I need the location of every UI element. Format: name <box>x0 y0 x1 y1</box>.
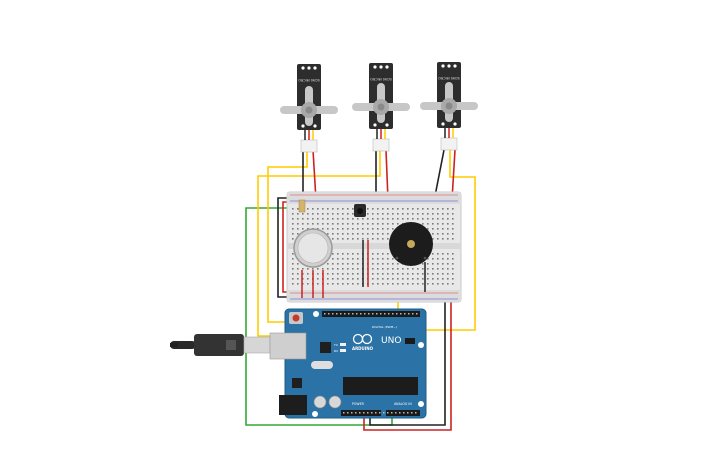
power-header[interactable] <box>341 410 381 416</box>
rx-label: RX <box>334 349 338 353</box>
servo-model-label: SG90 MICRO <box>438 76 460 80</box>
buzzer-wires <box>362 240 426 292</box>
arduino-model-label: UNO <box>381 336 401 346</box>
digital-header-label: DIGITAL (PWM~) <box>372 325 397 329</box>
servo-2[interactable]: SG90 MICRO <box>352 63 410 152</box>
wires <box>245 149 476 431</box>
header-pins <box>324 313 418 414</box>
power-header-label: POWER <box>352 402 365 406</box>
analog-header-label: ANALOG IN <box>394 402 412 406</box>
tx-label: TX <box>333 343 338 347</box>
arduino-brand-label: ARDUINO <box>352 346 374 351</box>
arduino-uno[interactable]: TX RX ARDUINO UNO DIGITAL (PWM~) POWER A… <box>269 308 427 419</box>
potentiometer-resistor[interactable] <box>298 199 306 213</box>
servo-3[interactable]: SG90 MICRO <box>420 62 478 151</box>
digital-header[interactable] <box>322 311 420 317</box>
wire-servo3-black[interactable] <box>434 149 445 197</box>
usb-cable[interactable] <box>170 334 271 356</box>
wire-red-power[interactable] <box>363 300 452 431</box>
ic-chip[interactable] <box>354 204 366 217</box>
gas-sensor[interactable] <box>293 228 333 268</box>
usb-port[interactable] <box>269 332 307 360</box>
servo-model-label: SG90 MICRO <box>298 78 320 82</box>
piezo-buzzer[interactable] <box>389 222 433 266</box>
servo-1[interactable]: SG90 MICRO <box>280 64 338 153</box>
servo-model-label: SG90 MICRO <box>370 77 392 81</box>
sensor-legs <box>301 270 324 298</box>
breadboard[interactable] <box>286 191 462 303</box>
arduino-logo: ARDUINO UNO <box>352 333 401 351</box>
power-jack[interactable] <box>279 395 307 415</box>
atmega-chip <box>343 377 418 395</box>
